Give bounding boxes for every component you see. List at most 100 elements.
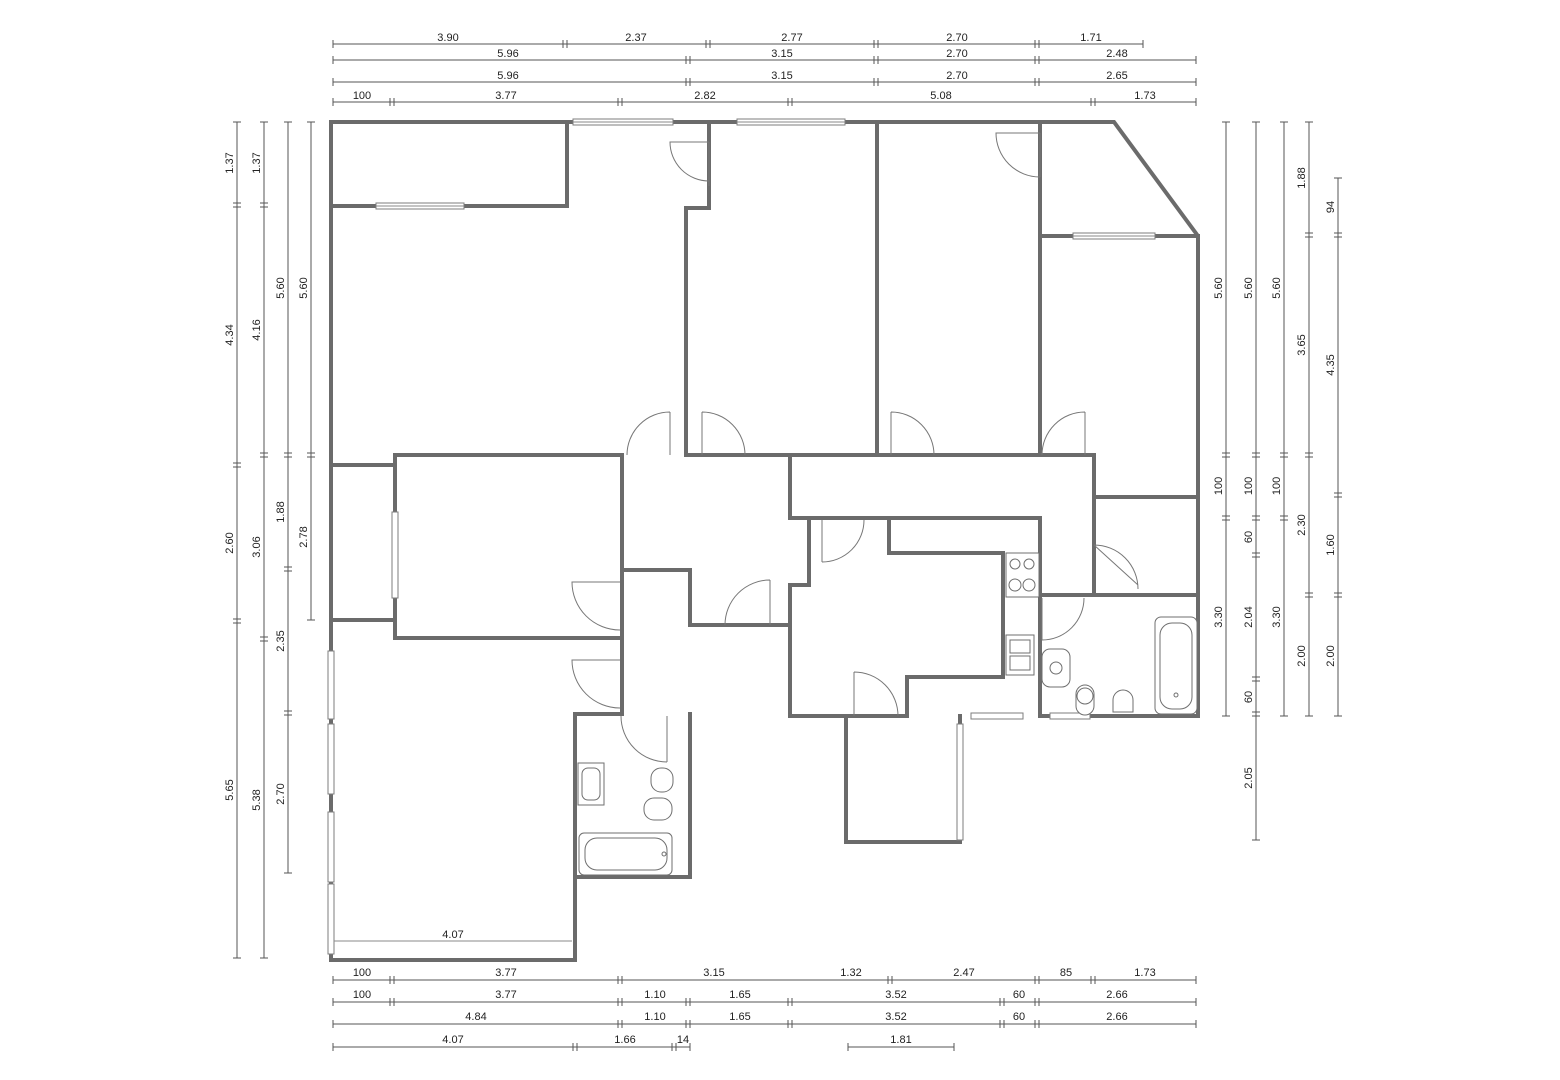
fixtures	[577, 552, 1198, 876]
dim-label: 60	[1243, 531, 1255, 543]
dim-label: 5.38	[251, 789, 263, 810]
dim-label: 60	[1243, 691, 1255, 703]
dim-label: 1.65	[729, 1011, 750, 1023]
dim-label: 5.96	[497, 48, 518, 60]
dim-label: 1.81	[890, 1034, 911, 1046]
door-swing	[1041, 411, 1086, 456]
window	[327, 650, 335, 720]
bottom-dimension-row-1: 100 3.77 3.15 1.32 2.47 85 1.73	[332, 967, 1197, 984]
dim-label: 85	[1060, 967, 1072, 979]
bottom-dimension-row-2: 100 3.77 1.10 1.65 3.52 60 2.66	[332, 989, 1197, 1006]
right-dimension-col-4: 1.88 3.65 2.30 2.00	[1296, 121, 1313, 717]
dim-label: 1.32	[840, 967, 861, 979]
dim-label: 2.00	[1325, 645, 1337, 666]
dim-label: 5.96	[497, 70, 518, 82]
dim-label: 2.65	[1106, 70, 1127, 82]
window	[1049, 712, 1091, 720]
dim-label: 3.77	[495, 989, 516, 1001]
stove-icon	[1005, 552, 1040, 598]
dim-label: 60	[1013, 1011, 1025, 1023]
bidet-icon	[643, 797, 673, 821]
dim-label: 1.10	[644, 1011, 665, 1023]
dim-label: 4.34	[224, 324, 236, 345]
dim-label: 2.78	[298, 526, 310, 547]
dim-label: 2.35	[275, 630, 287, 651]
window	[956, 723, 964, 841]
window	[391, 511, 399, 599]
dim-label: 2.66	[1106, 989, 1127, 1001]
left-dimension-col-4: 5.60 2.78	[298, 121, 315, 621]
window	[327, 811, 335, 883]
dim-label: 4.07	[442, 1034, 463, 1046]
dim-label: 2.66	[1106, 1011, 1127, 1023]
dim-label: 5.60	[1243, 277, 1255, 298]
dim-label: 2.30	[1296, 514, 1308, 535]
door-swing	[571, 659, 621, 709]
dim-label: 2.82	[694, 90, 715, 102]
dim-label: 2.77	[781, 32, 802, 44]
dim-label: 3.15	[771, 70, 792, 82]
dim-label: 2.04	[1243, 606, 1255, 627]
dim-label: 100	[1213, 477, 1225, 495]
top-dimension-row-4: 100 3.77 2.82 5.08 1.73	[332, 90, 1197, 106]
left-dimension-col-3: 5.60 1.88 2.35 2.70	[275, 121, 292, 874]
right-dimension-col-5: 94 4.35 1.60 2.00	[1325, 177, 1342, 717]
dim-label: 1.73	[1134, 967, 1155, 979]
top-dimension-row-1: 3.90 2.37 2.77 2.70 1.71	[332, 32, 1144, 48]
door-swing	[701, 411, 746, 456]
dim-label: 3.30	[1213, 606, 1225, 627]
door-swing	[821, 519, 865, 563]
dim-label: 5.60	[298, 277, 310, 298]
dim-label: 4.84	[465, 1011, 486, 1023]
dim-label: 1.37	[251, 152, 263, 173]
dim-label: 14	[677, 1034, 689, 1046]
window	[970, 712, 1024, 720]
right-dimension-col-1: 5.60 100 3.30	[1213, 121, 1230, 717]
dim-label: 2.60	[224, 532, 236, 553]
windows	[327, 118, 1156, 955]
dim-label: 4.16	[251, 319, 263, 340]
toilet-icon	[650, 767, 674, 793]
right-dimension-col-3: 5.60 100 3.30	[1271, 121, 1288, 717]
dim-label: 100	[353, 967, 371, 979]
dim-label: 5.60	[1271, 277, 1283, 298]
right-dimension-col-2: 5.60 100 60 2.04 60 2.05	[1243, 121, 1260, 841]
dim-label: 1.73	[1134, 90, 1155, 102]
dim-label: 1.66	[614, 1034, 635, 1046]
dim-label: 2.70	[946, 70, 967, 82]
bottom-dimension-row-4: 4.07 1.66 14 1.81	[332, 1034, 955, 1051]
dim-label: 1.88	[1296, 167, 1308, 188]
door-swing	[724, 579, 771, 626]
dim-label: 1.10	[644, 989, 665, 1001]
doors	[571, 132, 1139, 763]
dim-label: 5.60	[1213, 277, 1225, 298]
dim-label: 2.37	[625, 32, 646, 44]
dim-label: 3.52	[885, 1011, 906, 1023]
dim-label: 2.00	[1296, 645, 1308, 666]
dim-label: 1.88	[275, 501, 287, 522]
door-swing	[571, 581, 621, 631]
door-swing	[853, 671, 899, 717]
top-dimension-row-3: 5.96 3.15 2.70 2.65	[332, 70, 1197, 86]
bidet-icon	[1112, 689, 1134, 713]
dim-label: 3.52	[885, 989, 906, 1001]
dim-label: 1.71	[1080, 32, 1101, 44]
dim-label: 100	[1243, 477, 1255, 495]
door-swing	[1093, 544, 1139, 590]
dim-label: 100	[1271, 477, 1283, 495]
dim-label: 4.35	[1325, 354, 1337, 375]
door-swing	[620, 715, 668, 763]
door-swing	[1041, 597, 1085, 641]
dim-label: 1.37	[224, 152, 236, 173]
dim-label: 3.77	[495, 967, 516, 979]
door-swing	[669, 141, 710, 182]
door-swing	[995, 132, 1041, 178]
left-dimension-col-2: 1.37 4.16 3.06 5.38	[251, 121, 268, 959]
dim-label: 2.70	[275, 783, 287, 804]
dim-label: 100	[353, 989, 371, 1001]
door-swing	[890, 411, 935, 456]
dim-label: 5.65	[224, 779, 236, 800]
left-dimension-col-1: 1.37 4.34 2.60 5.65	[224, 121, 241, 959]
dim-label: 3.30	[1271, 606, 1283, 627]
dim-label: 94	[1325, 201, 1337, 213]
